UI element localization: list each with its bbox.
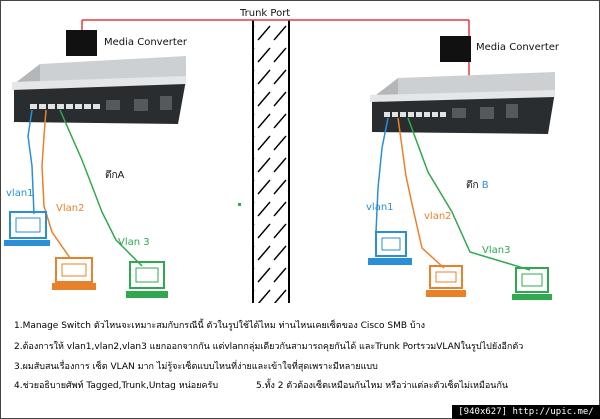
trunk-port-label: Trunk Port [240, 8, 291, 19]
pc-vlan1-left [4, 211, 50, 246]
note-4: 4.ช่วยอธิบายศัพท์ Tagged,Trunk,Untag หน่… [14, 381, 219, 391]
media-converter-right [440, 36, 471, 62]
vlan1-right-label: vlan1 [366, 202, 394, 213]
media-converter-right-label: Media Converter [476, 42, 560, 53]
building-a-label: ตึกA [105, 170, 125, 181]
cable-vlan1-right [375, 117, 389, 233]
switch-left [12, 56, 186, 124]
cable-vlan3-right [407, 117, 531, 271]
pc-vlan3-right [512, 267, 552, 300]
pc-vlan3-left [126, 261, 168, 298]
pc-vlan2-right [426, 265, 466, 297]
stray-dot [238, 203, 241, 206]
cable-vlan2-left [41, 109, 71, 259]
note-1: 1.Manage Switch ตัวไหนจะเหมาะสมกับกรณีนี… [14, 321, 426, 331]
note-3: 3.ผมสับสนเรื่องการ เซ็ต VLAN มาก ไม่รู้จ… [14, 362, 378, 372]
switch-right [370, 72, 555, 134]
media-converter-left-label: Media Converter [104, 37, 188, 48]
note-5: 5.ทั้ง 2 ตัวต้องเซ็ตเหมือนกันไหม หรือว่า… [256, 381, 509, 391]
vlan1-left-label: vlan1 [6, 188, 34, 199]
media-converter-left [66, 30, 97, 56]
note-2: 2.ต้องการให้ vlan1,vlan2,vlan3 แยกออกจาก… [14, 342, 524, 352]
watermark: [940x627] http://upic.me/ [452, 405, 600, 419]
building-wall [252, 20, 290, 303]
vlan2-right-label: vlan2 [424, 211, 452, 222]
vlan3-right-label: Vlan3 [482, 245, 511, 256]
vlan2-left-label: Vlan2 [56, 203, 85, 214]
building-b-label: ตึก B [466, 180, 489, 191]
pc-vlan2-left [52, 257, 96, 290]
cable-vlan1-left [27, 109, 35, 215]
pc-vlan1-right [368, 231, 412, 265]
cable-vlan2-right [397, 117, 445, 269]
vlan3-left-label: Vlan 3 [118, 237, 150, 248]
cable-vlan3-left [59, 109, 143, 267]
